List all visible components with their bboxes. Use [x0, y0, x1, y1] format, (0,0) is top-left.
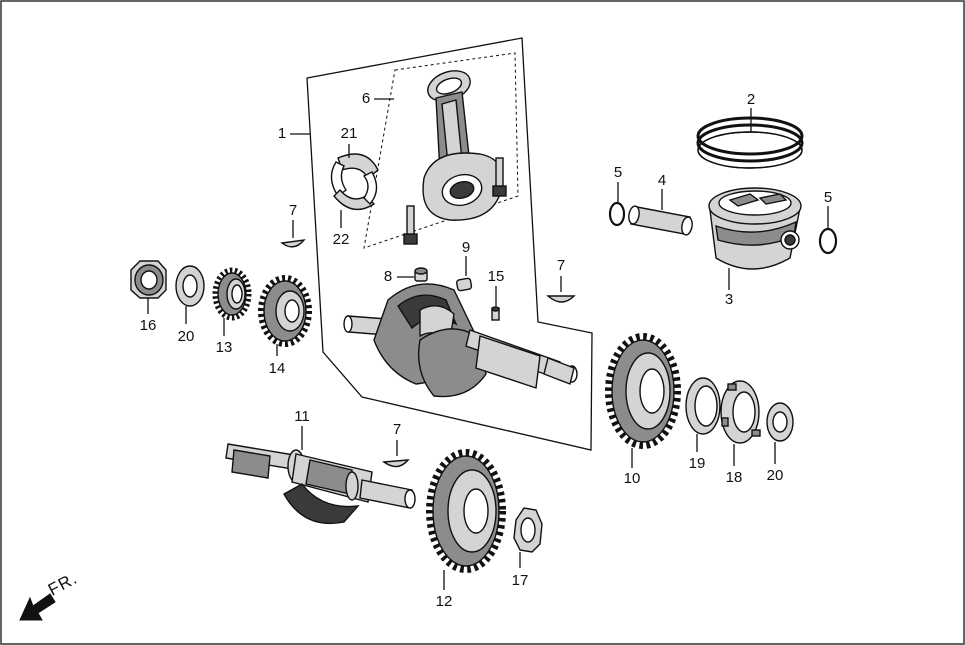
callout-1: 1 [278, 125, 286, 142]
leader-lines [147, 98, 829, 590]
crankshaft-assembly-outline [306, 37, 593, 451]
gear-13 [212, 267, 252, 321]
callout-5-left: 5 [614, 164, 622, 181]
callout-21: 21 [341, 125, 358, 142]
callout-labels: 1 2 3 4 5 5 6 7 7 7 8 9 10 11 12 13 14 1… [140, 90, 833, 610]
connecting-rod-bolt-left [403, 205, 418, 245]
gear-14 [258, 275, 312, 347]
callout-18: 18 [726, 469, 743, 486]
piston-pin-circlip-right [818, 227, 838, 255]
piston [708, 187, 802, 270]
piston-pin [628, 205, 693, 236]
balancer-gear-12 [426, 449, 506, 573]
piston-ring-set [696, 116, 804, 169]
callout-14: 14 [269, 360, 286, 377]
flange-nut-16 [130, 260, 167, 299]
pin-15 [491, 306, 500, 321]
crankshaft [343, 283, 578, 398]
dowel-pin-9 [456, 277, 473, 292]
callout-6: 6 [362, 90, 370, 107]
thrust-washer-19 [685, 377, 721, 435]
callout-22: 22 [333, 231, 350, 248]
callout-2: 2 [747, 91, 755, 108]
woodruff-key-upper-left [280, 239, 306, 248]
front-direction-arrow-icon [19, 593, 56, 621]
front-direction-indicator: FR. [19, 568, 81, 621]
callout-9: 9 [462, 239, 470, 256]
washer-20-left [175, 265, 205, 307]
nut-17 [513, 507, 543, 553]
piston-pin-circlip-left [608, 201, 626, 227]
washer-20-right [766, 402, 794, 442]
callout-4: 4 [658, 172, 666, 189]
callout-16: 16 [140, 317, 157, 334]
callout-7-lower: 7 [393, 421, 401, 438]
callout-11: 11 [294, 408, 310, 425]
callout-7-right: 7 [557, 257, 565, 274]
callout-15: 15 [488, 268, 505, 285]
callout-3: 3 [725, 291, 733, 308]
callout-19: 19 [689, 455, 706, 472]
dowel-pin-8 [414, 267, 428, 282]
woodruff-key-right [546, 295, 576, 303]
connecting-rod-bolt-right [492, 157, 507, 197]
connecting-rod [422, 70, 504, 221]
callout-8: 8 [384, 268, 392, 285]
woodruff-key-lower [382, 459, 410, 468]
callout-20-left: 20 [178, 328, 195, 345]
gear-10 [605, 333, 681, 449]
callout-10: 10 [624, 470, 641, 487]
callout-12: 12 [436, 593, 453, 610]
callout-13: 13 [216, 339, 233, 356]
callout-20-right: 20 [767, 467, 784, 484]
balancer-shaft [225, 443, 416, 525]
callout-5-right: 5 [824, 189, 832, 206]
callout-7-upper-left: 7 [289, 202, 297, 219]
bearing-shell-lower [333, 171, 378, 211]
bearing-retainer-18 [720, 380, 761, 444]
front-direction-label: FR. [45, 568, 81, 599]
callout-17: 17 [512, 572, 529, 589]
